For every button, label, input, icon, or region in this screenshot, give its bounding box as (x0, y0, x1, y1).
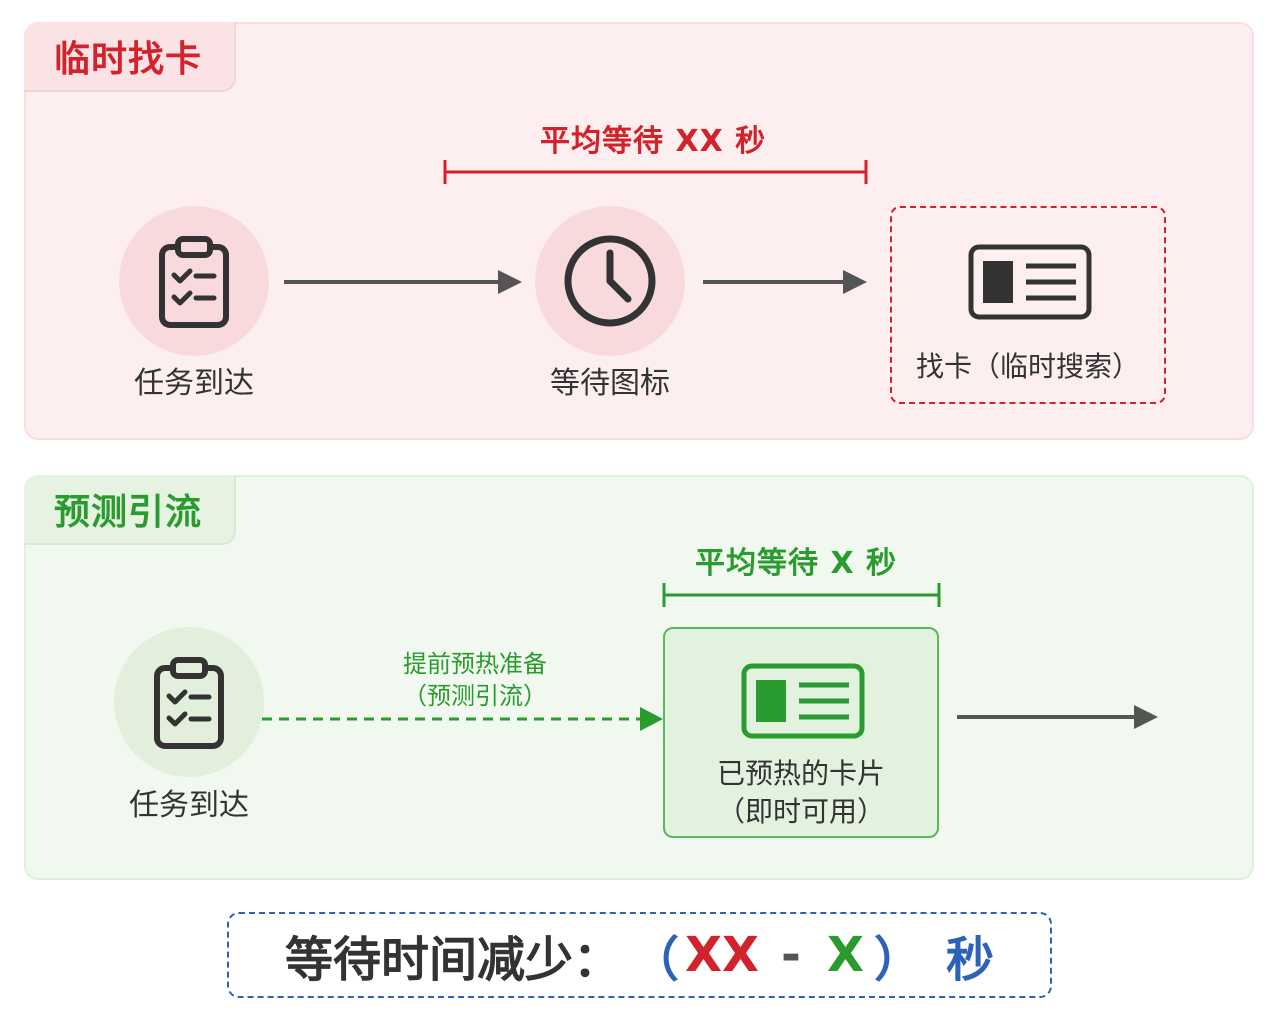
clipboard-checklist-icon (154, 657, 224, 749)
summary-x: X (826, 927, 864, 983)
bottom-task-label: 任务到达 (129, 788, 249, 823)
temporary-search-title: 临时找卡 (24, 22, 237, 92)
top-wait-label: 等待图标 (550, 366, 670, 401)
preheated-card-label-line1: 已预热的卡片 (716, 757, 885, 790)
temporary-search-card-label: 找卡（临时搜索） (915, 350, 1140, 383)
bottom-task-circle (114, 627, 264, 777)
clock-icon (564, 235, 656, 327)
preheated-card-box: 已预热的卡片 （即时可用） (663, 627, 939, 838)
summary-unit: 秒 (945, 932, 994, 988)
summary-close-paren: ） (873, 932, 922, 988)
temporary-search-card-box: 找卡（临时搜索） (890, 206, 1166, 404)
id-card-icon (741, 663, 865, 739)
summary-xx: XX (685, 927, 760, 983)
summary-minus: - (781, 927, 801, 983)
predictive-routing-title: 预测引流 (24, 475, 237, 545)
clipboard-checklist-icon (159, 236, 229, 328)
preheat-label-line2: （预测引流） (403, 682, 547, 710)
summary-open-paren: （ (631, 932, 680, 988)
top-task-circle (119, 206, 269, 356)
top-task-label: 任务到达 (134, 366, 254, 401)
top-wait-span-label: 平均等待 XX 秒 (540, 124, 767, 159)
summary-text: 等待时间减少： (284, 932, 621, 988)
preheated-card-label-line2: （即时可用） (716, 795, 885, 828)
bottom-wait-span-label: 平均等待 X 秒 (695, 546, 898, 581)
id-card-icon (968, 244, 1092, 320)
top-wait-circle (535, 206, 685, 356)
wait-reduction-summary: 等待时间减少： （ XX - X ） 秒 (227, 912, 1052, 998)
preheat-label-line1: 提前预热准备 (403, 650, 547, 678)
